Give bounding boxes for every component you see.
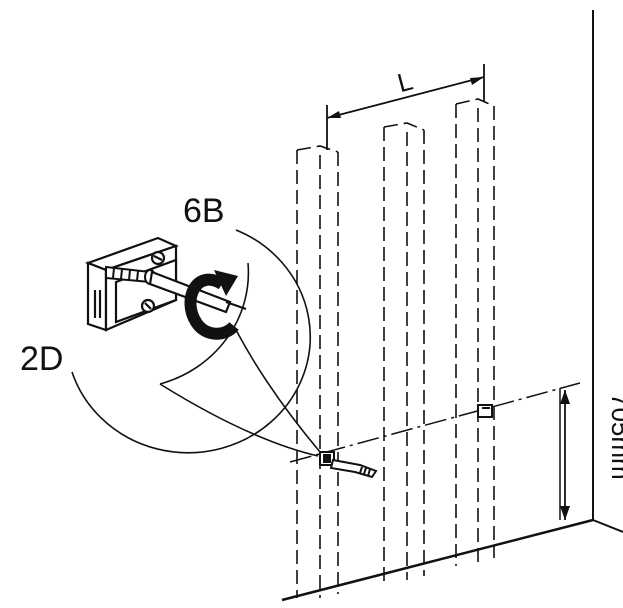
detail-callout [71,229,321,457]
panel-outline-right [455,98,495,566]
panel-outline-middle [383,122,425,582]
part-label-screw: 6B [183,192,225,230]
panel-outline-left [296,145,339,598]
dimension-width-label: L [394,65,416,98]
dimension-height [560,390,570,520]
wall-corner [281,10,623,602]
bracket-left [319,451,335,466]
bracket-right [477,404,493,418]
dimension-height-label: 705mm [606,393,623,480]
dimension-width [326,64,485,150]
part-label-bracket: 2D [20,340,63,378]
screwdriver-icon [329,458,378,479]
mounting-line [289,382,581,520]
clockwise-arrow-icon [184,270,239,340]
